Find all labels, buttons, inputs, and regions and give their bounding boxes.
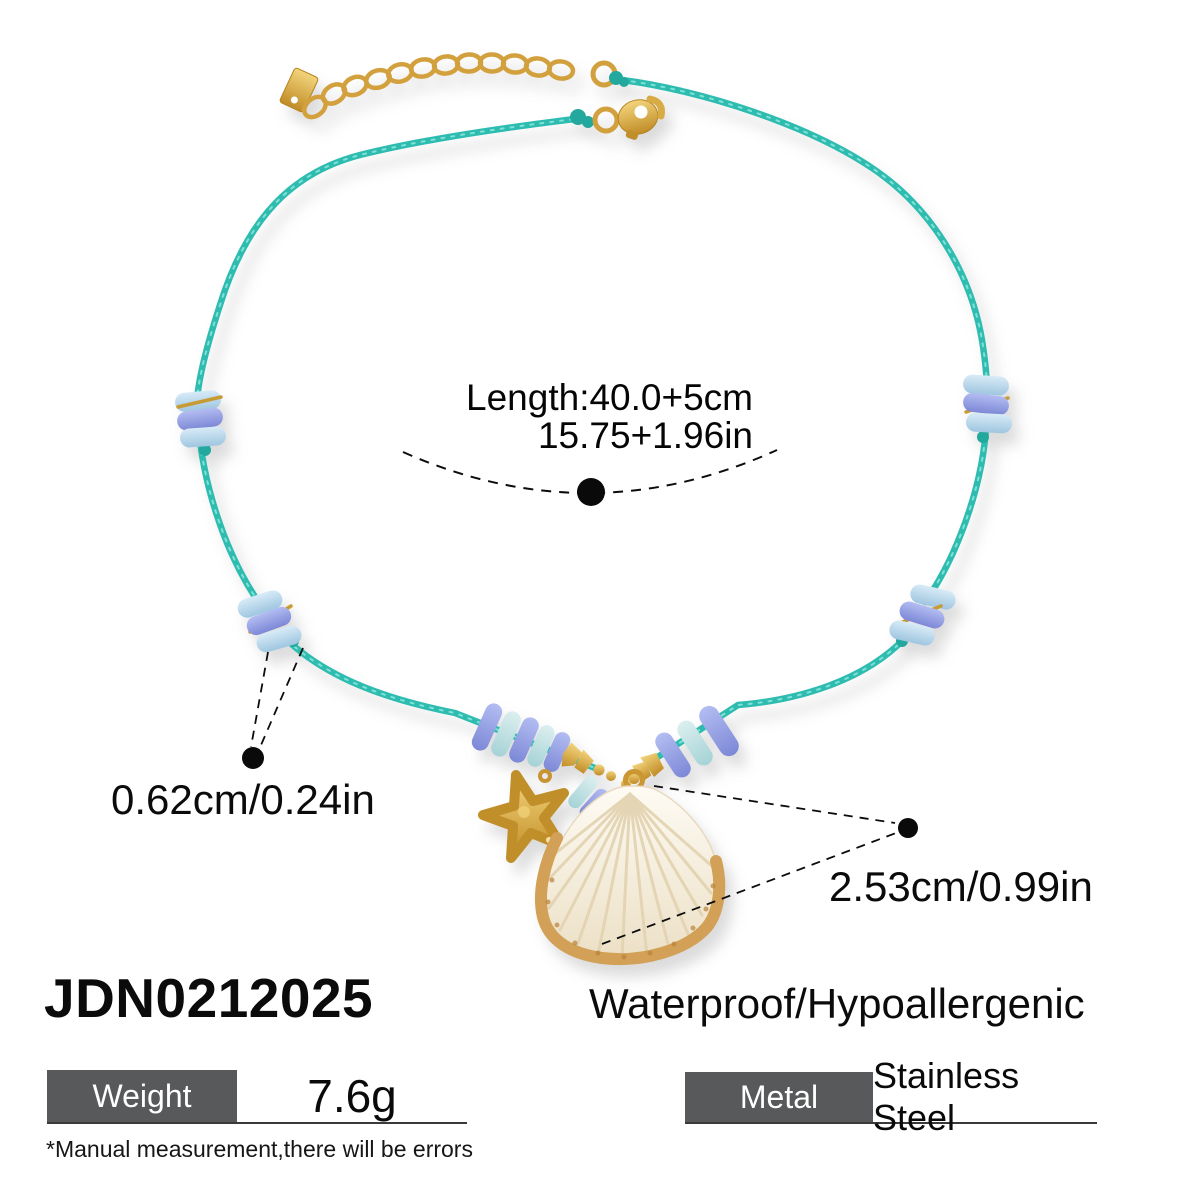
bead-measure-line-2: [257, 647, 304, 753]
length-annotation: Length:40.0+5cm 15.75+1.96in: [466, 377, 753, 457]
length-annotation-dot: [577, 478, 605, 506]
pendant-measure-line-1: [653, 785, 896, 824]
lobster-clasp-icon: [592, 95, 665, 140]
starfish-charm-icon: [478, 769, 569, 863]
shell-pendant-icon: [535, 769, 726, 965]
pendant-annotation-dot: [898, 818, 918, 838]
pendant-bead-strand-right: [621, 705, 739, 789]
length-annotation-cm: Length:40.0+5cm: [466, 377, 753, 418]
pendant-measure-line-2: [601, 832, 897, 945]
necklace-cord: [193, 76, 991, 779]
spec-metal-label: Metal: [685, 1072, 873, 1122]
bead-cluster-right-upper: [963, 374, 1012, 434]
bead-annotation-dot: [242, 747, 264, 769]
spec-row-metal: Metal Stainless Steel: [685, 1055, 1097, 1138]
cord-knots: [199, 71, 989, 647]
bead-size-annotation: 0.62cm/0.24in: [111, 776, 375, 823]
extender-chain-icon: [302, 52, 618, 120]
spec-metal-value: Stainless Steel: [873, 1055, 1020, 1138]
measurement-annotations: [250, 449, 897, 945]
measurement-disclaimer: *Manual measurement,there will be errors: [46, 1136, 473, 1162]
bead-cluster-left-lower: [237, 590, 302, 653]
length-dashed-arc: [402, 449, 778, 494]
bead-cluster-left-upper: [175, 390, 226, 448]
spec-row-weight: Weight 7.6g: [47, 1070, 467, 1124]
annotation-dots: [242, 478, 918, 838]
product-feature: Waterproof/Hypoallergenic: [589, 980, 1085, 1027]
length-annotation-in: 15.75+1.96in: [537, 415, 753, 457]
product-sku: JDN0212025: [44, 967, 374, 1029]
bead-cluster-right-lower: [889, 584, 956, 646]
pendant-size-annotation: 2.53cm/0.99in: [829, 863, 1093, 910]
spec-weight-value: 7.6g: [307, 1070, 397, 1122]
chain-tag-icon: [279, 67, 319, 113]
spec-weight-label: Weight: [47, 1070, 237, 1122]
bead-measure-line-1: [250, 651, 269, 748]
